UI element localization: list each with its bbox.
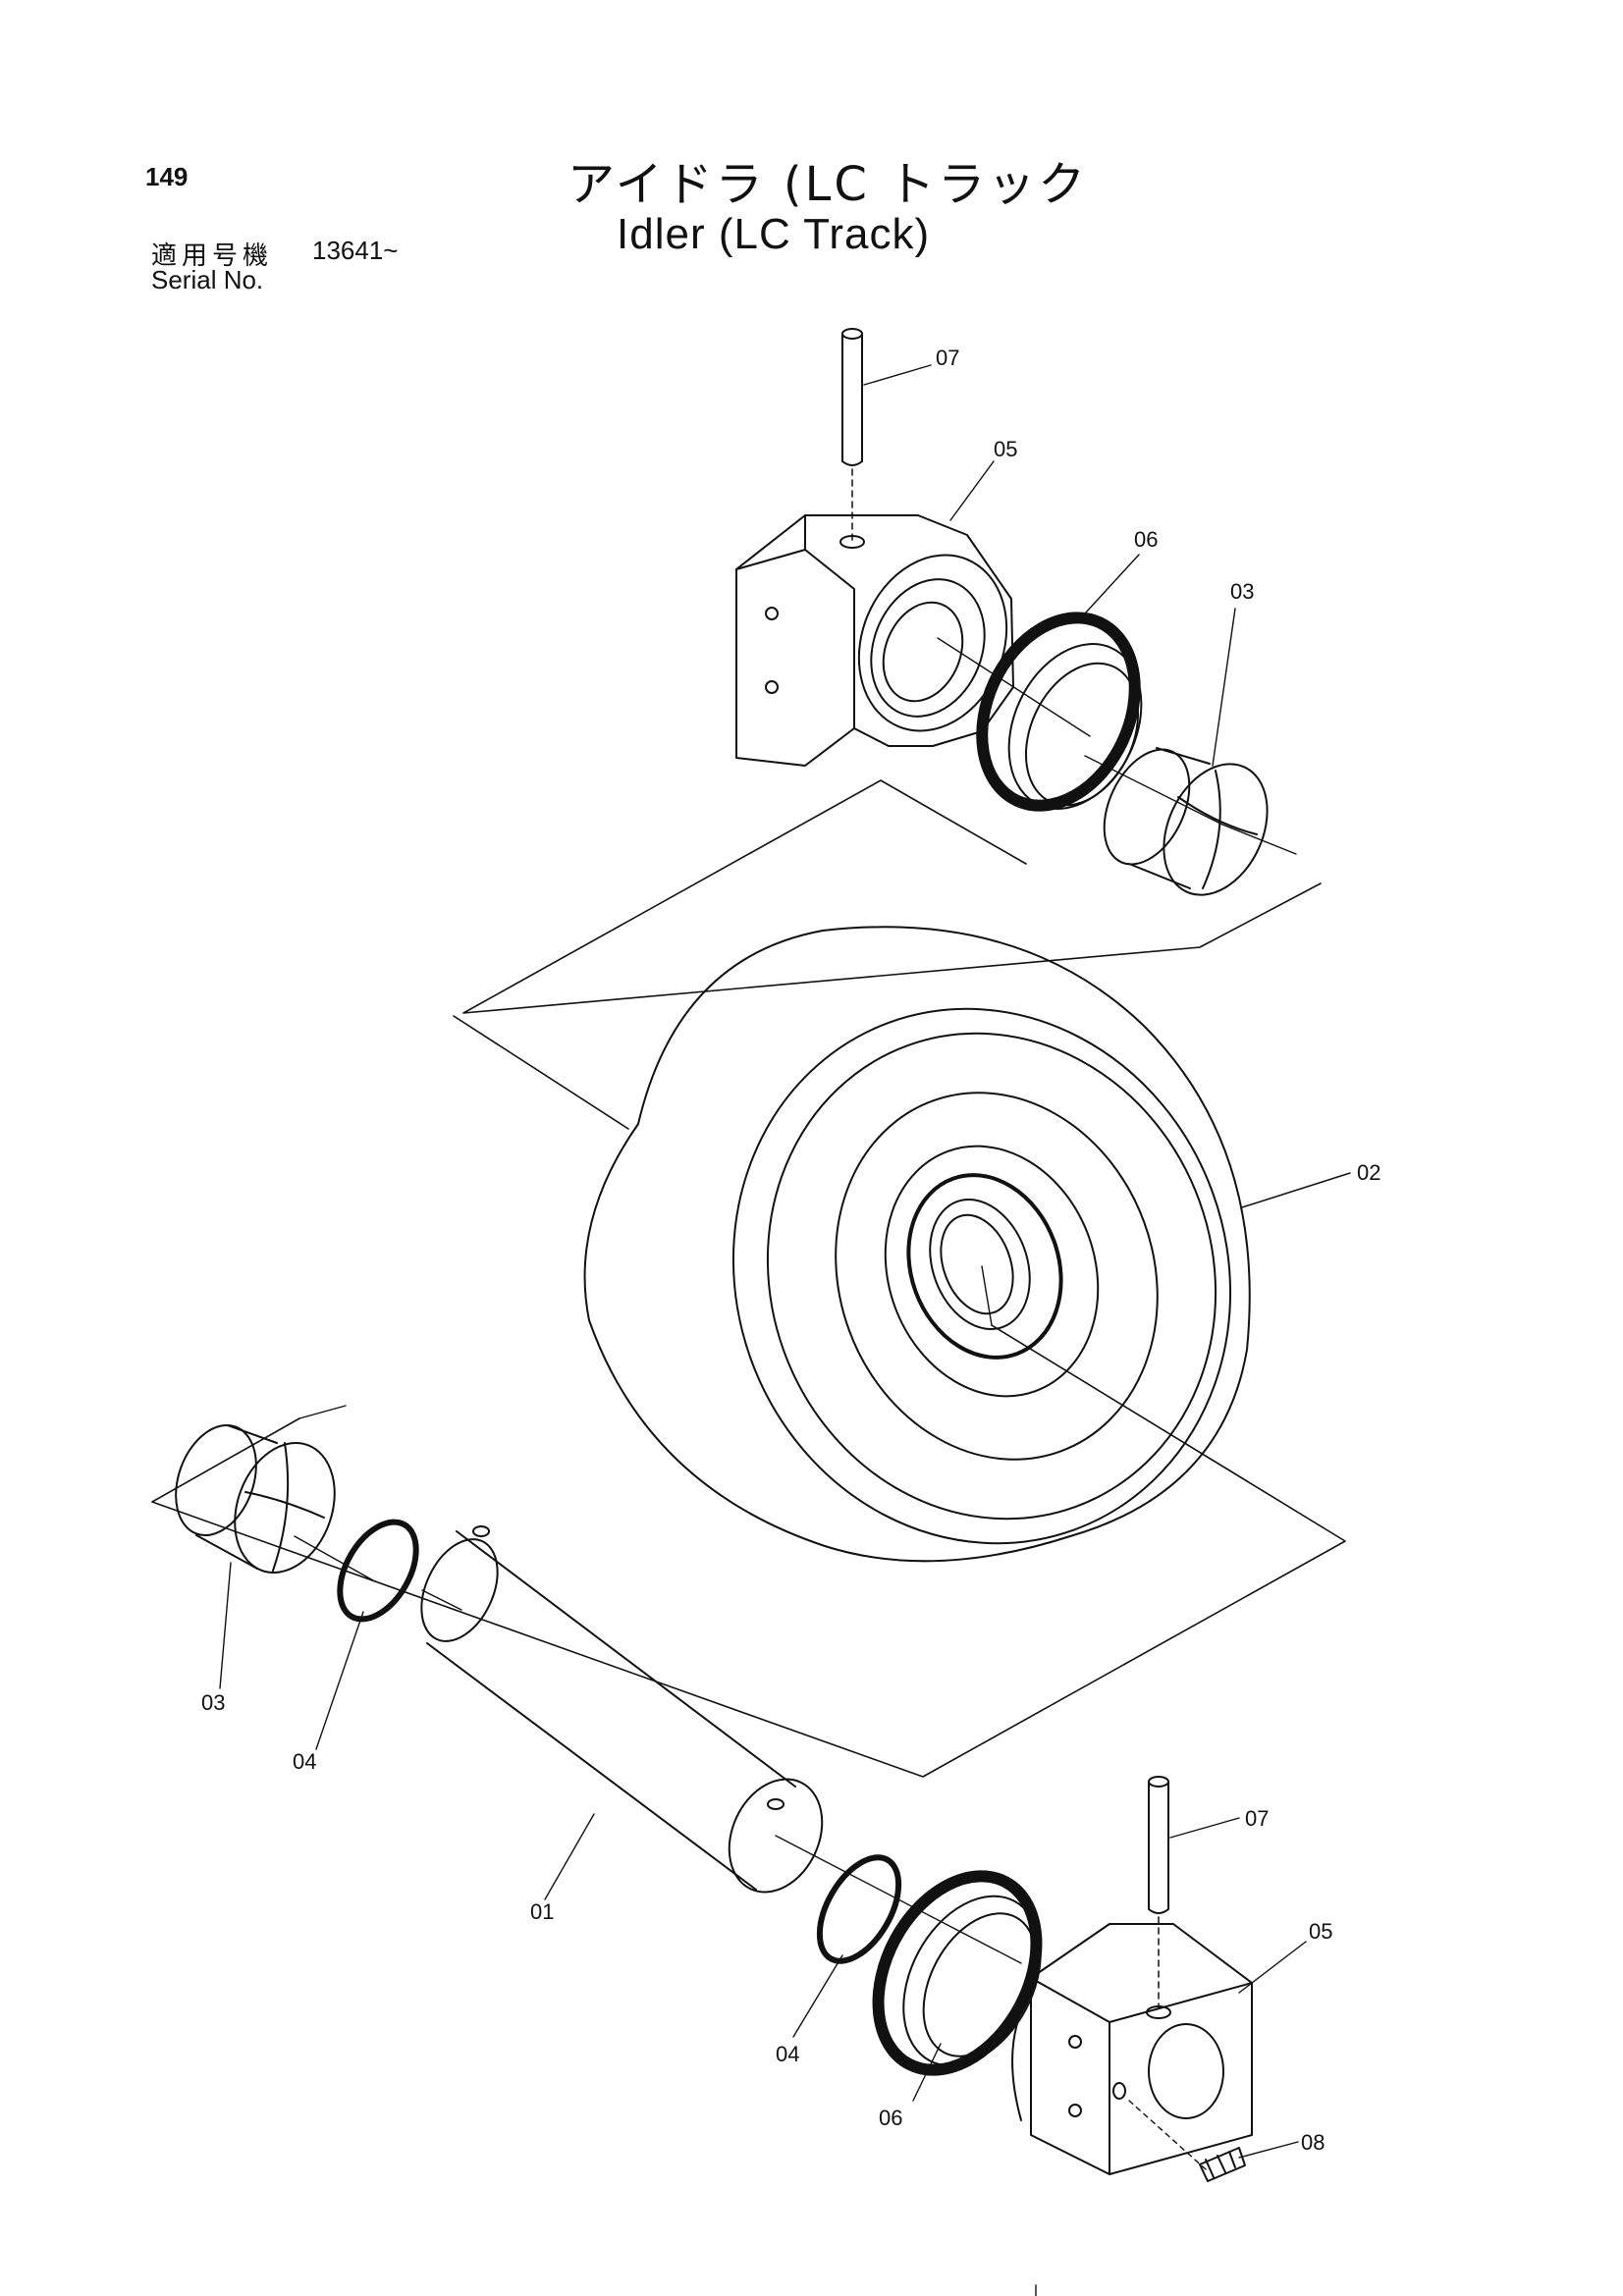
callout-05-top: 05 xyxy=(994,437,1017,461)
callout-06-bottom: 06 xyxy=(879,2106,902,2130)
bushing-03-left xyxy=(175,1423,336,1574)
shaft-01 xyxy=(420,1525,824,1894)
oring-04-bottom xyxy=(816,1854,902,1964)
leader-06-bottom xyxy=(912,2043,942,2102)
callout-02: 02 xyxy=(1357,1160,1380,1185)
leader-03-left xyxy=(219,1562,232,1689)
serial-label-english: Serial No. xyxy=(151,265,264,294)
oring-04-left xyxy=(337,1519,419,1623)
leader-07-bottom xyxy=(1169,1817,1240,1839)
leader-04-left xyxy=(315,1611,364,1750)
bracket-05-top xyxy=(735,514,1014,767)
leader-08 xyxy=(1238,2141,1299,2159)
callout-08: 08 xyxy=(1301,2130,1325,2155)
callout-06-top: 06 xyxy=(1134,527,1158,552)
callout-04-bottom: 04 xyxy=(776,2042,799,2066)
pin-07-top xyxy=(841,328,863,541)
upper-assembly-plane xyxy=(462,779,1322,1014)
callout-07-top: 07 xyxy=(936,346,959,370)
leader-05-bottom xyxy=(1238,1941,1307,1994)
title-japanese: アイドラ (LC トラック xyxy=(568,157,1089,212)
leader-07-top xyxy=(863,364,932,386)
bolt-08 xyxy=(1128,2100,1246,2182)
seal-06-bottom xyxy=(872,1870,1043,2076)
serial-label-japanese: 適用号機 xyxy=(151,241,274,271)
title-english: Idler (LC Track) xyxy=(617,210,931,258)
serial-number-value: 13641~ xyxy=(312,236,399,265)
callout-05-bottom: 05 xyxy=(1309,1919,1332,1944)
leader-03-top xyxy=(1212,608,1236,767)
seal-06-top xyxy=(976,612,1143,812)
callout-03-left: 03 xyxy=(201,1690,225,1715)
lower-assembly-plane xyxy=(151,1015,1346,1778)
bracket-05-bottom xyxy=(1011,1923,1253,2175)
leader-04-bottom xyxy=(792,1954,843,2038)
leader-05-top xyxy=(949,460,995,521)
pin-07-bottom xyxy=(1148,1776,1169,2008)
page-number: 149 xyxy=(145,162,189,191)
bushing-03-top xyxy=(1103,747,1269,896)
leader-02 xyxy=(1241,1172,1351,1208)
idler-wheel-02 xyxy=(583,926,1251,1563)
callout-01: 01 xyxy=(530,1899,554,1924)
callout-04-left: 04 xyxy=(293,1749,316,1774)
callout-07-bottom: 07 xyxy=(1245,1806,1269,1831)
leader-01 xyxy=(544,1813,595,1900)
leader-06-top xyxy=(1084,554,1140,614)
callout-03-top: 03 xyxy=(1230,579,1254,604)
